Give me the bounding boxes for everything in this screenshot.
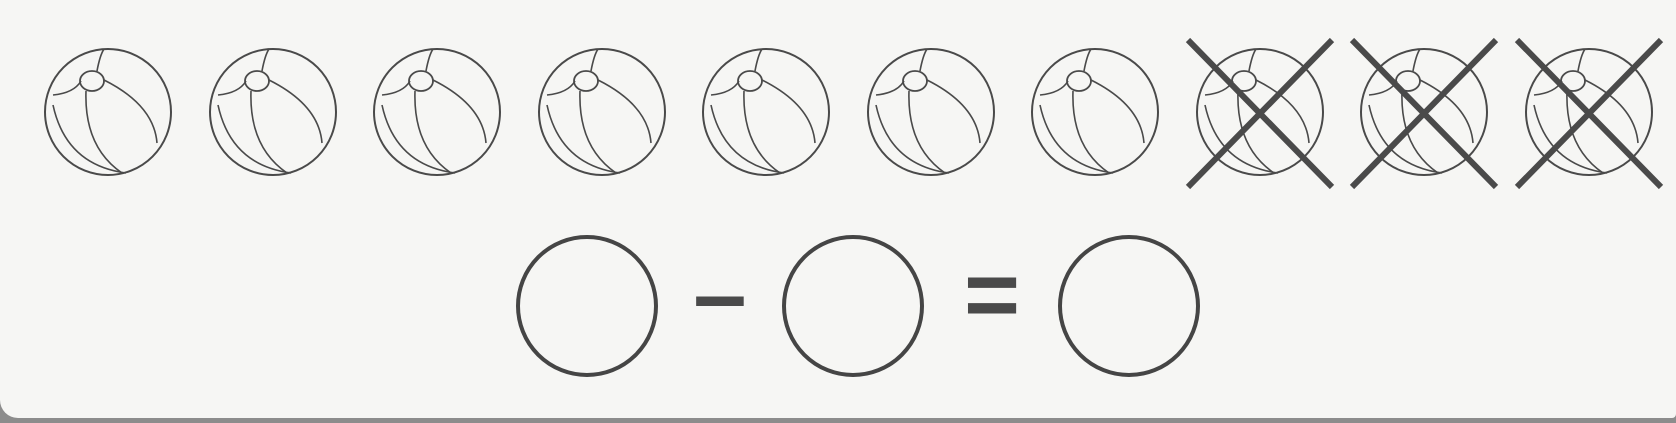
minus-sign: – — [693, 241, 747, 348]
beach-ball-icon — [702, 48, 830, 176]
beach-ball-icon — [373, 48, 501, 176]
beach-ball-icon — [1185, 37, 1334, 190]
beach-ball — [537, 47, 678, 187]
beach-ball-icon — [44, 48, 172, 176]
beach-ball — [208, 47, 349, 187]
beach-ball — [866, 47, 1007, 187]
beach-ball — [1031, 47, 1171, 187]
beach-ball-icon — [1031, 48, 1159, 176]
crossed-out-beach-ball — [1184, 35, 1348, 199]
beach-ball-icon — [1349, 37, 1499, 190]
subtrahend-answer-circle[interactable] — [782, 235, 924, 377]
equals-sign: = — [963, 241, 1021, 348]
beach-ball-icon — [537, 48, 666, 176]
difference-answer-circle[interactable] — [1058, 235, 1200, 377]
crossed-out-beach-ball — [1348, 35, 1512, 199]
beach-ball-icon — [1514, 37, 1663, 190]
beach-ball — [44, 47, 184, 187]
beach-ball — [702, 47, 842, 187]
beach-ball — [373, 47, 513, 187]
subtraction-equation: – = — [0, 225, 1676, 395]
beach-ball-row — [0, 0, 1676, 200]
minuend-answer-circle[interactable] — [516, 235, 658, 377]
beach-ball-icon — [866, 48, 995, 176]
crossed-out-beach-ball — [1513, 35, 1676, 199]
beach-ball-icon — [208, 48, 337, 176]
